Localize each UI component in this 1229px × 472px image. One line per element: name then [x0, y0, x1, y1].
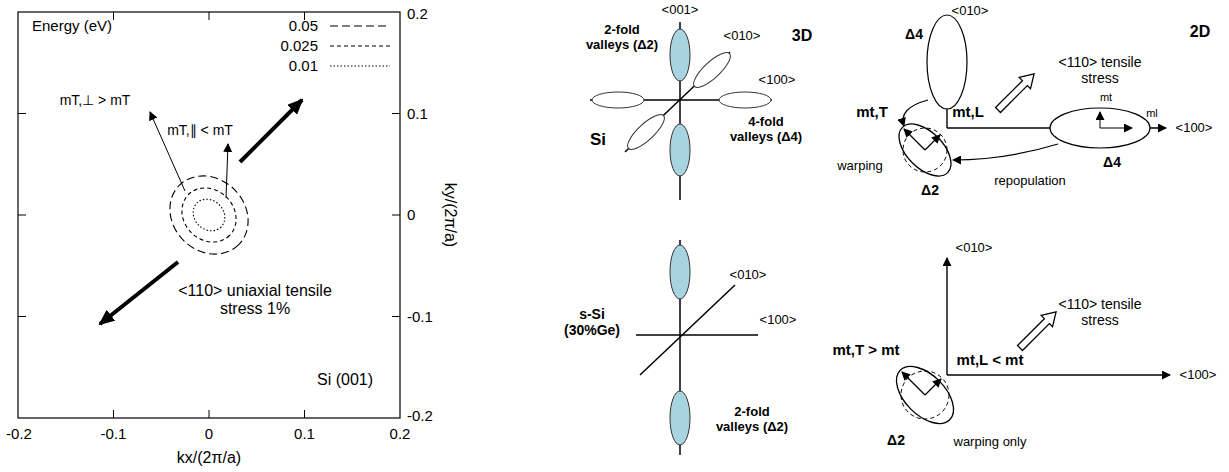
axis-ticks	[18, 12, 400, 418]
tick-label: 0	[407, 206, 415, 223]
tick-label: 0.1	[407, 105, 428, 122]
mass-label: mt,L	[952, 103, 984, 120]
direction-label: <100>	[760, 313, 797, 328]
stress-label: <110> uniaxial tensile stress 1%	[170, 282, 340, 319]
mass-label: mt,L < mt	[957, 351, 1024, 368]
plane-label: Si (001)	[317, 371, 373, 389]
effect-label: warping	[837, 159, 883, 174]
stress-arrow	[100, 262, 178, 324]
valley-label: 2-fold valleys (Δ2)	[582, 23, 662, 53]
direction-label: <100>	[759, 73, 796, 88]
contour-plot	[18, 12, 400, 418]
legend-entry: 0.025	[280, 37, 318, 54]
panel-label: 2D	[1190, 23, 1210, 41]
axis-title: kx/(2π/a)	[177, 449, 241, 467]
valleys-2d-warping	[886, 258, 1170, 434]
mass-label: ml	[1146, 107, 1158, 120]
effect-label: warping only	[954, 435, 1027, 450]
stress-label: <110> tensile stress	[1045, 54, 1155, 86]
direction-label: <001>	[662, 3, 699, 18]
direction-label: <100>	[1176, 121, 1213, 136]
direction-label: <010>	[952, 4, 989, 19]
tick-label: -0.2	[407, 407, 433, 424]
tick-label: 0.2	[390, 425, 411, 442]
valley-label: Δ4	[905, 26, 923, 42]
legend-heading: Energy (eV)	[32, 17, 112, 34]
tick-label: -0.1	[101, 425, 127, 442]
legend-entry: 0.01	[289, 57, 318, 74]
energy-contours	[154, 160, 264, 270]
valley-label: 2-fold valleys (Δ2)	[712, 405, 792, 435]
legend-entry: 0.05	[289, 17, 318, 34]
plot-frame	[18, 12, 400, 418]
material-label: s-Si (30%Ge)	[557, 306, 627, 338]
mass-label: mt,T	[856, 103, 888, 120]
direction-label: <010>	[956, 241, 993, 256]
valleys-2d-repopulation	[890, 15, 1166, 185]
axis-title: ky/(2π/a)	[441, 183, 459, 247]
tick-label: -0.1	[407, 308, 433, 325]
mass-label: mT,∥ < mT	[167, 122, 233, 138]
tick-label: 0.1	[294, 425, 315, 442]
mass-label: mt	[1100, 91, 1112, 104]
stress-arrow	[240, 100, 302, 162]
direction-label: <010>	[724, 29, 761, 44]
panel-label: 3D	[792, 27, 812, 45]
mass-label: mt,T > mt	[832, 341, 899, 358]
tick-label: 0.2	[407, 5, 428, 22]
valley-label: Δ2	[921, 182, 939, 198]
tick-label: 0	[205, 425, 213, 442]
legend-samples	[330, 26, 390, 66]
valley-label: Δ2	[887, 432, 905, 448]
mass-arrow	[226, 144, 228, 198]
direction-label: <100>	[1180, 368, 1217, 383]
stress-label: <110> tensile stress	[1045, 296, 1155, 328]
valley-label: Δ4	[1103, 154, 1121, 170]
valley-label: 4-fold valleys (Δ4)	[726, 115, 806, 145]
direction-label: <010>	[730, 268, 767, 283]
material-label: Si	[590, 130, 606, 150]
effect-label: repopulation	[994, 174, 1066, 189]
tick-label: -0.2	[6, 425, 32, 442]
mass-label: mT,⊥ > mT	[60, 92, 131, 108]
